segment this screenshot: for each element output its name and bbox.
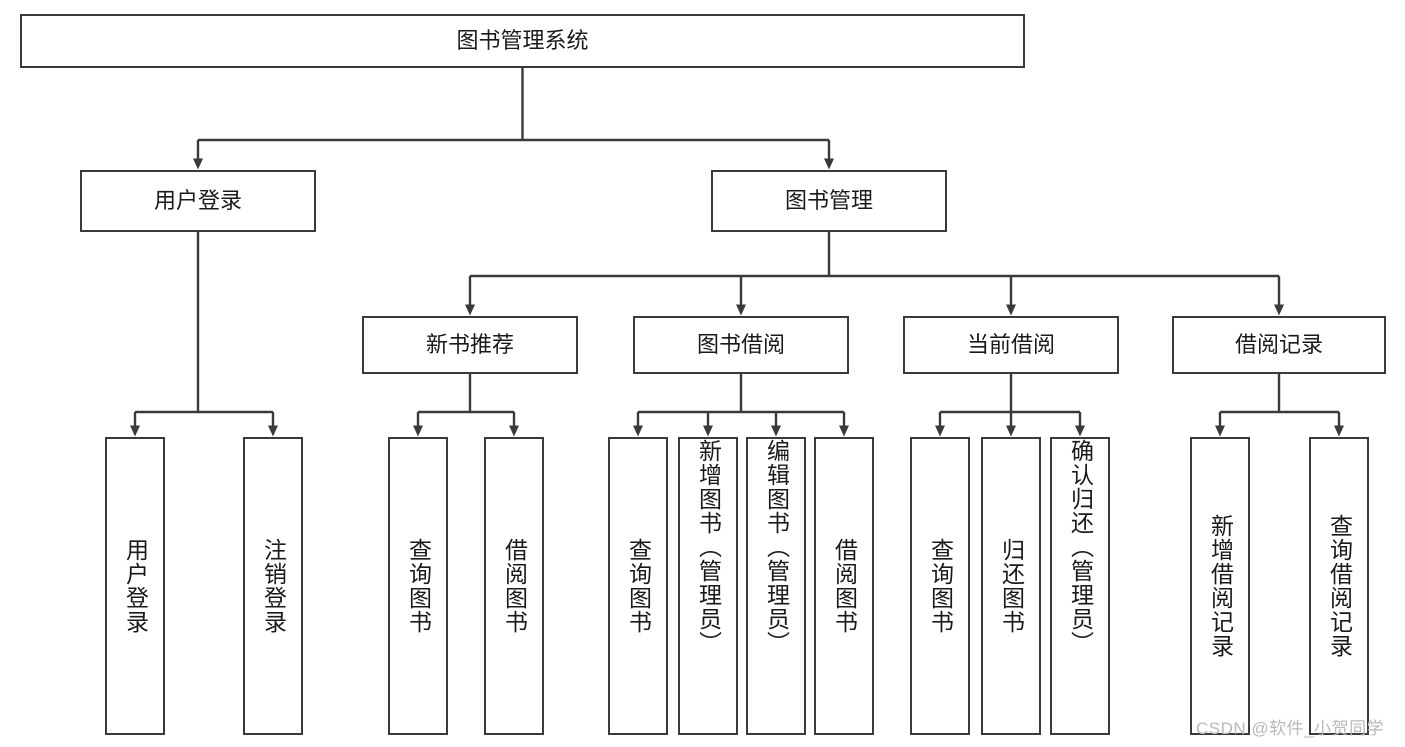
node-leaf-confirm-return[interactable]: 确认归还（管理员） [1050, 437, 1110, 735]
node-bookmgmt[interactable]: 图书管理 [711, 170, 947, 232]
node-leaf-user-login[interactable]: 用户登录 [105, 437, 165, 735]
node-label: 确认归还（管理员） [1067, 439, 1094, 655]
node-label: 当前借阅 [966, 332, 1055, 358]
node-leaf-logout[interactable]: 注销登录 [243, 437, 303, 735]
node-leaf-query-record[interactable]: 查询借阅记录 [1309, 437, 1369, 735]
node-leaf-edit-book[interactable]: 编辑图书（管理员） [746, 437, 806, 735]
node-label: 归还图书 [998, 538, 1025, 634]
node-label: 注销登录 [260, 538, 287, 634]
node-records[interactable]: 借阅记录 [1172, 316, 1386, 374]
node-label: 新书推荐 [425, 332, 514, 358]
node-root[interactable]: 图书管理系统 [20, 14, 1025, 68]
node-label: 查询图书 [625, 538, 652, 634]
node-newbook[interactable]: 新书推荐 [362, 316, 578, 374]
node-leaf-query-book-1[interactable]: 查询图书 [388, 437, 448, 735]
node-label: 新增图书（管理员） [695, 439, 722, 655]
node-label: 用户登录 [122, 538, 149, 634]
node-label: 用户登录 [153, 188, 242, 214]
node-label: 图书管理 [784, 188, 873, 214]
node-leaf-add-record[interactable]: 新增借阅记录 [1190, 437, 1250, 735]
node-label: 新增借阅记录 [1207, 514, 1234, 658]
node-leaf-query-book-2[interactable]: 查询图书 [608, 437, 668, 735]
node-leaf-return-book[interactable]: 归还图书 [981, 437, 1041, 735]
node-label: 图书管理系统 [456, 28, 589, 54]
node-label: 查询图书 [405, 538, 432, 634]
node-label: 借阅记录 [1234, 332, 1323, 358]
node-leaf-add-book[interactable]: 新增图书（管理员） [678, 437, 738, 735]
node-label: 借阅图书 [831, 538, 858, 634]
node-borrow[interactable]: 图书借阅 [633, 316, 849, 374]
node-label: 借阅图书 [501, 538, 528, 634]
node-leaf-borrow-book-1[interactable]: 借阅图书 [484, 437, 544, 735]
node-login[interactable]: 用户登录 [80, 170, 316, 232]
csdn-watermark: CSDN @软件_小贺同学 [1196, 719, 1385, 738]
node-label: 查询借阅记录 [1326, 514, 1353, 658]
node-label: 查询图书 [927, 538, 954, 634]
node-label: 图书借阅 [696, 332, 785, 358]
node-label: 编辑图书（管理员） [763, 439, 790, 655]
node-leaf-borrow-book-2[interactable]: 借阅图书 [814, 437, 874, 735]
node-current[interactable]: 当前借阅 [903, 316, 1119, 374]
node-leaf-query-book-3[interactable]: 查询图书 [910, 437, 970, 735]
